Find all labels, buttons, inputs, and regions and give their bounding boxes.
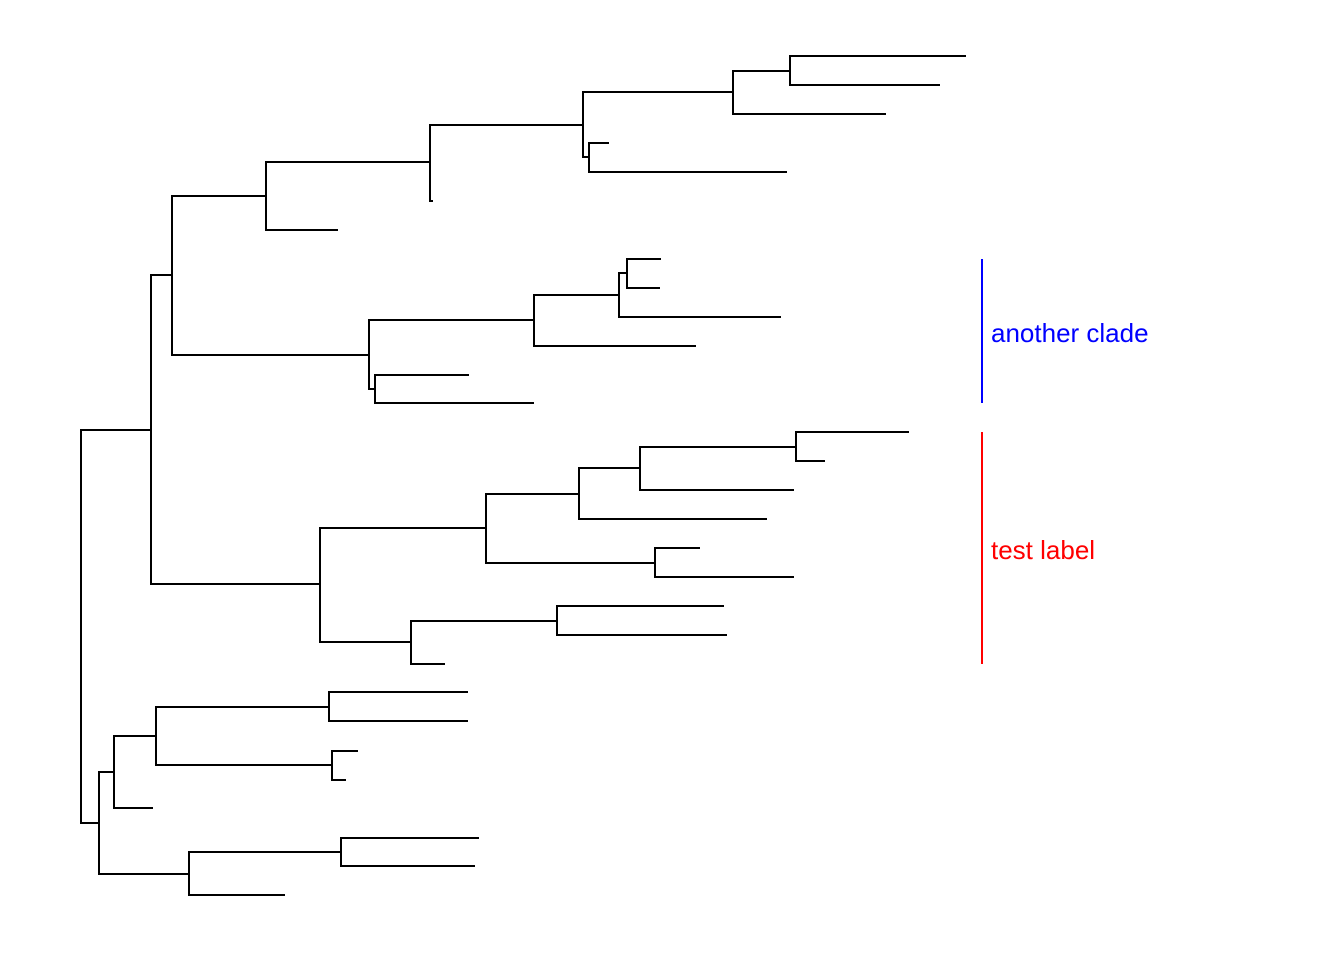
clade-annotation-another-clade: another clade [981,259,1149,403]
clade-annotation-test-label: test label [981,432,1095,664]
tree-branches [80,55,966,896]
clade-label-another-clade: another clade [991,318,1149,348]
clade-label-test-label: test label [991,535,1095,565]
